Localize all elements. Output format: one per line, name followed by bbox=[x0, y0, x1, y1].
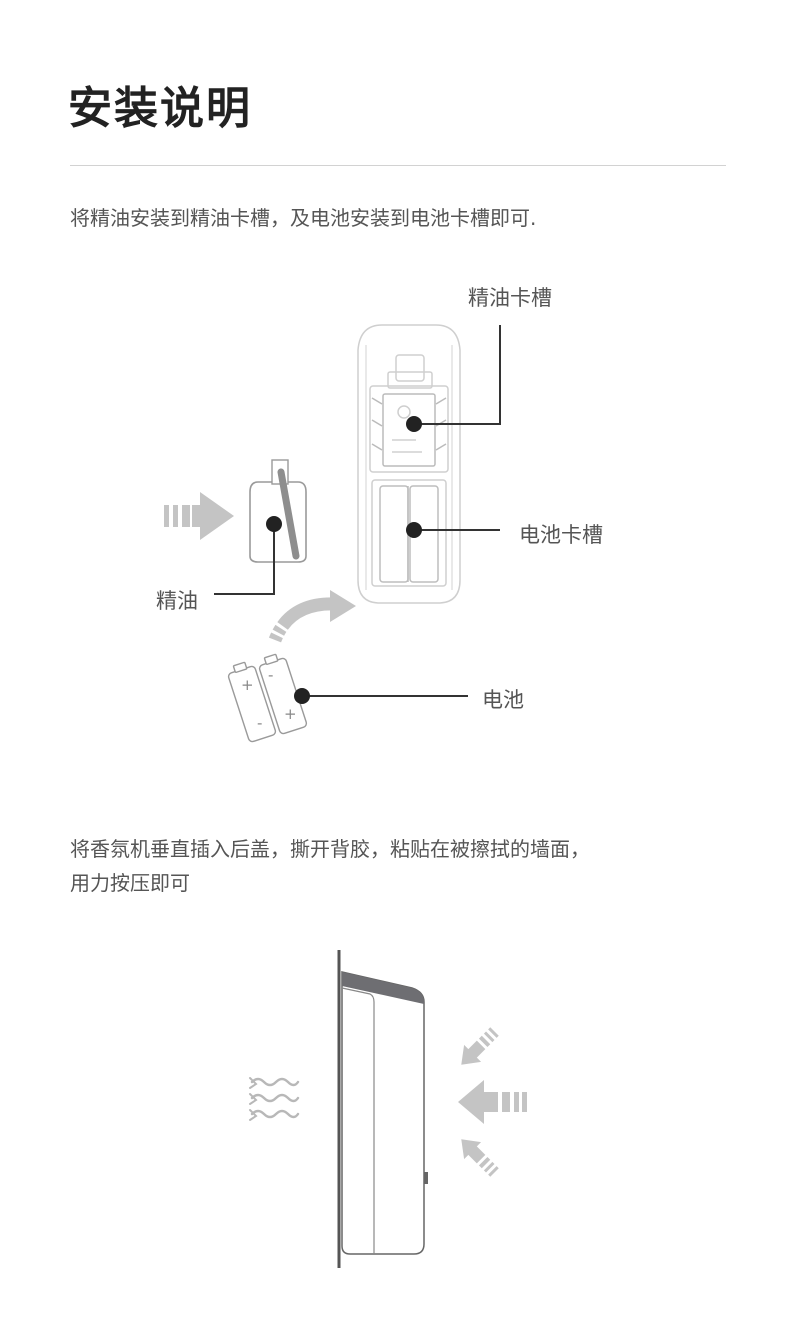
insert-arrow-icon bbox=[164, 492, 234, 540]
step1-text: 将精油安装到精油卡槽，及电池安装到电池卡槽即可. bbox=[70, 206, 537, 230]
battery-slot-dot bbox=[406, 522, 422, 538]
oil-dot bbox=[266, 516, 282, 532]
press-arrow-icon bbox=[458, 1027, 527, 1177]
curved-arrow-icon bbox=[268, 590, 356, 643]
step2-text-line2: 用力按压即可 bbox=[70, 871, 190, 895]
callout-leaders bbox=[214, 325, 501, 697]
title-divider bbox=[70, 165, 726, 166]
battery-plus-sign: + bbox=[284, 705, 297, 723]
battery-dot bbox=[294, 688, 310, 704]
battery-plus-sign: + bbox=[241, 676, 254, 694]
diffuser-side-view bbox=[341, 971, 428, 1255]
essential-oil-bottle bbox=[249, 459, 307, 563]
battery-minus-sign: - bbox=[257, 714, 262, 732]
page-title: 安装说明 bbox=[68, 83, 252, 134]
wall-mount-diagram bbox=[249, 950, 527, 1268]
label-battery-slot: 电池卡槽 bbox=[519, 523, 603, 547]
label-oil-slot: 精油卡槽 bbox=[468, 286, 552, 310]
diffuser-device-back bbox=[357, 324, 461, 604]
oil-slot-dot bbox=[406, 416, 422, 432]
label-battery: 电池 bbox=[482, 688, 524, 712]
step2-text-line1: 将香氛机垂直插入后盖，撕开背胶，粘贴在被擦拭的墙面， bbox=[70, 837, 590, 861]
label-oil: 精油 bbox=[156, 589, 198, 613]
installation-diagram: + - - + bbox=[164, 324, 501, 743]
wave-icon bbox=[249, 1077, 300, 1121]
battery-minus-sign: - bbox=[268, 666, 273, 684]
